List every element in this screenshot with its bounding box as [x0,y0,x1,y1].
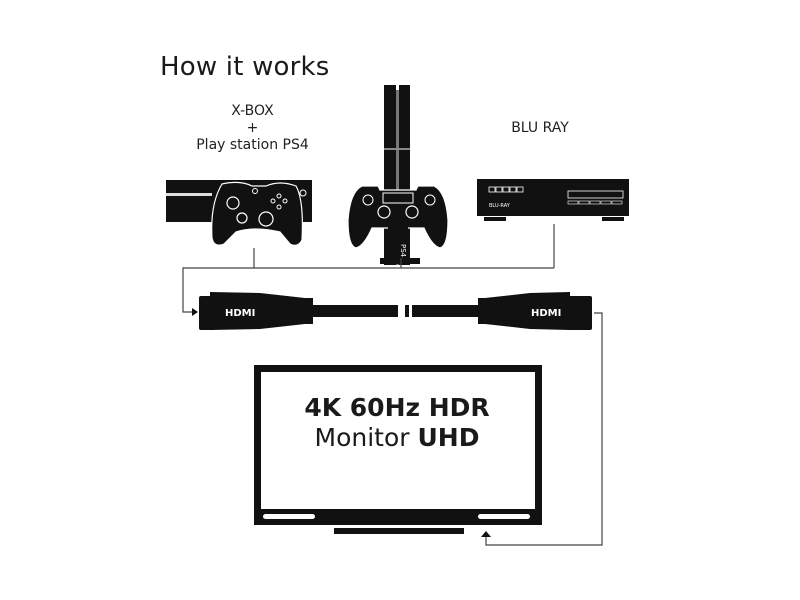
monitor-name-line: Monitor UHD [262,423,532,453]
xbox-ps4-label: X-BOX + Play station PS4 [195,103,310,154]
hdmi-label-right: HDMI [531,308,561,319]
hdmi-connector-left-icon [199,292,409,330]
diagram-title: How it works [160,52,330,82]
output-arrow-icon [481,531,491,537]
uhd-word: UHD [417,423,480,452]
xbox-controller-icon [211,181,303,246]
ps4-logo-text: PS4 [399,244,407,258]
plus-label: + [246,120,259,136]
monitor-icon [254,365,542,534]
ps4-label: Play station PS4 [196,137,309,153]
ps4-controller-icon: PS4 [347,185,449,258]
blu-ray-player-icon: BLU-RAY [477,179,629,221]
output-connector-line [485,312,603,546]
monitor-label: 4K 60Hz HDR Monitor UHD [262,393,532,453]
input-arrow-icon [192,308,198,316]
hdmi-connector-right-icon [412,292,592,330]
blu-ray-device-text: BLU-RAY [489,203,511,209]
hdmi-label-left: HDMI [225,308,255,319]
source-connector-lines [182,224,555,313]
monitor-word: Monitor [314,423,410,452]
xbox-label: X-BOX [231,103,274,119]
blu-ray-label: BLU RAY [511,120,569,136]
monitor-spec-line: 4K 60Hz HDR [304,393,490,422]
